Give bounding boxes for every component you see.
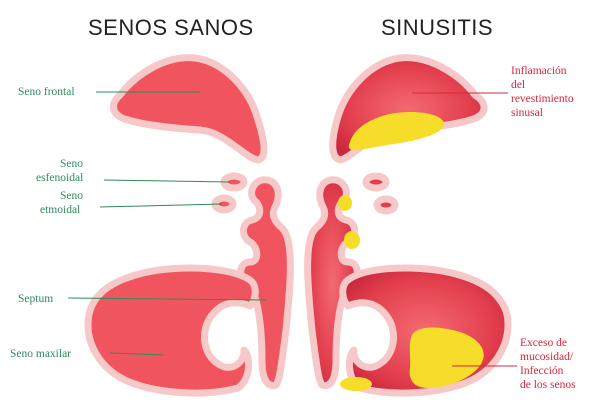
label-seno-etmoidal-line2: etmoidal: [40, 204, 80, 216]
label-exceso-line4: de los senos: [520, 379, 576, 391]
label-exceso-line1: Exceso de: [520, 337, 567, 349]
healthy-sinuses: [88, 58, 290, 393]
healthy-frontal-sinus: [114, 58, 265, 160]
label-seno-maxilar: Seno maxilar: [10, 348, 71, 360]
label-inflamacion-line4: sinusal: [511, 107, 543, 119]
label-seno-etmoidal-line1: Seno: [60, 190, 83, 202]
mucus-ethmoid-lower: [344, 231, 360, 249]
leader-ethmoid: [100, 204, 222, 207]
label-seno-esfenoidal-line2: esfenoidal: [36, 172, 83, 184]
label-seno-frontal: Seno frontal: [18, 86, 75, 98]
healthy-maxillary-sinus: [88, 268, 255, 393]
label-inflamacion-line3: revestimiento: [511, 93, 574, 105]
sick-sphenoid-sinus: [366, 176, 386, 188]
label-septum: Septum: [18, 293, 53, 305]
mucus-ethmoid-upper: [338, 195, 352, 211]
title-healthy: SENOS SANOS: [88, 15, 254, 40]
label-inflamacion-line1: Inflamación: [511, 65, 567, 77]
label-seno-esfenoidal-line1: Seno: [60, 158, 83, 170]
mucus-deposits: [338, 112, 484, 391]
label-exceso-line3: Infección: [520, 365, 564, 377]
label-exceso-line2: mucosidad/: [520, 351, 574, 363]
label-inflamacion-line2: del: [511, 79, 525, 91]
leader-sphenoid: [104, 180, 230, 182]
mucus-maxillary-small: [340, 377, 372, 391]
title-sinusitis: SINUSITIS: [381, 15, 493, 40]
sick-ethmoid-sinus: [377, 199, 395, 211]
